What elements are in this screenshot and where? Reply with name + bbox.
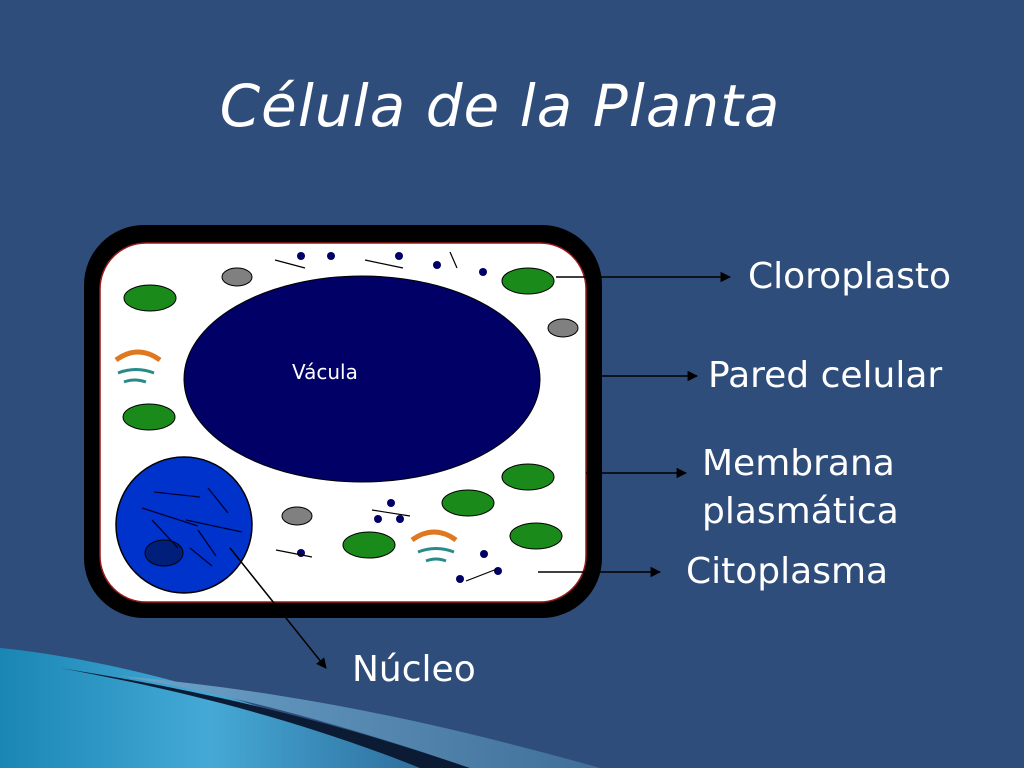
chloroplast-label: Cloroplasto (748, 256, 952, 297)
nucleus-label: Núcleo (352, 649, 476, 690)
membrane-label-line2: plasmática (702, 491, 899, 532)
vacuole (183, 275, 541, 483)
slide-title: Célula de la Planta (219, 72, 781, 140)
membrane-label-line1: Membrana (702, 443, 895, 484)
nucleus (115, 456, 253, 594)
decorative-swoosh (0, 648, 600, 768)
cytoskeleton-lines (274, 251, 498, 582)
ribosomes (297, 252, 502, 583)
vacuole-label: Vácula (292, 360, 358, 384)
chloroplasts (122, 267, 563, 559)
cytoplasm-label: Citoplasma (686, 551, 889, 592)
golgi-organelles (114, 349, 458, 563)
nucleus-arrow (229, 547, 327, 669)
cell-wall-label: Pared celular (708, 355, 943, 396)
pointer-arrows (229, 271, 732, 669)
gray-organelles (221, 267, 579, 526)
